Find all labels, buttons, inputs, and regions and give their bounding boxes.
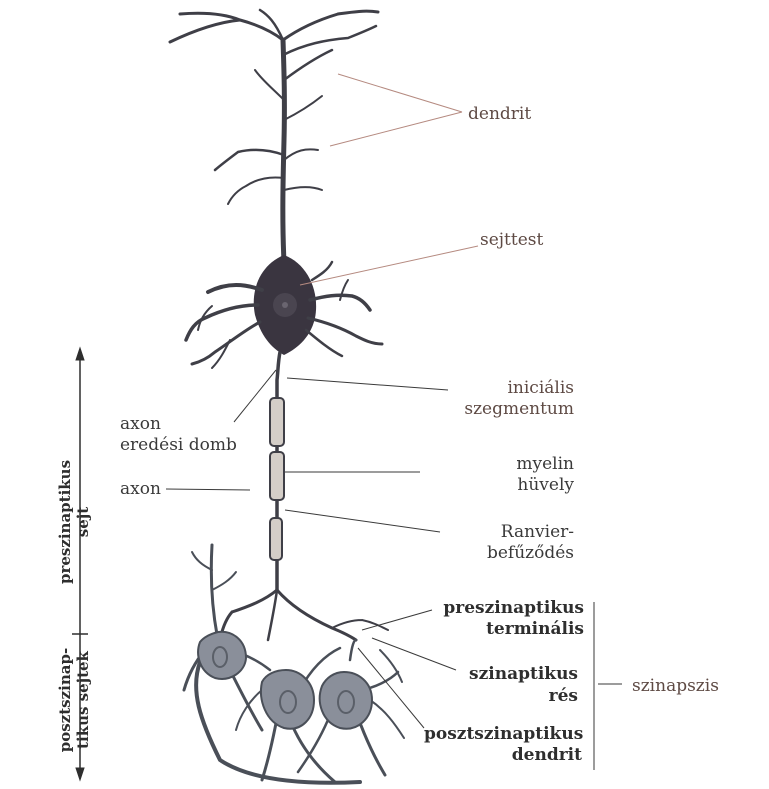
label-axon-domb-1: axon bbox=[120, 414, 161, 435]
label-presz-term-1: preszinaptikus bbox=[428, 598, 584, 619]
label-poszt-dendrit-2: dendrit bbox=[424, 745, 582, 766]
leader-lines-light bbox=[300, 74, 478, 285]
label-res-1: szinaptikus bbox=[440, 664, 578, 685]
label-sejttest: sejttest bbox=[480, 230, 543, 251]
myelin-segment bbox=[270, 452, 284, 500]
label-poszt-sejt-1: posztszinap- bbox=[56, 630, 74, 770]
label-ranvier-1: Ranvier- bbox=[460, 522, 574, 543]
label-axon: axon bbox=[120, 479, 161, 500]
label-myelin-2: hüvely bbox=[470, 475, 574, 496]
label-dendrit-top: dendrit bbox=[468, 104, 531, 125]
label-res-2: rés bbox=[440, 686, 578, 707]
label-preszinaptikus-sejt: preszinaptikus sejt bbox=[56, 432, 92, 612]
label-ranvier-2: befűződés bbox=[440, 543, 574, 564]
label-poszt-sejt-2: tikus sejtek bbox=[74, 630, 92, 770]
axon-shaft bbox=[270, 352, 284, 590]
label-inicialis-2: szegmentum bbox=[430, 399, 574, 420]
soma bbox=[254, 255, 316, 355]
label-inicialis-1: iniciális bbox=[460, 378, 574, 399]
myelin-segment bbox=[270, 518, 282, 560]
label-poszt-dendrit-1: posztszinaptikus bbox=[424, 724, 582, 745]
label-posztszinaptikus-sejtek: posztszinap- tikus sejtek bbox=[56, 630, 92, 770]
label-presz-sejt-1: preszinaptikus bbox=[56, 432, 74, 612]
leader-lines-dark bbox=[166, 370, 622, 770]
label-presz-sejt-2: sejt bbox=[74, 432, 92, 612]
label-szinapszis: szinapszis bbox=[632, 676, 719, 697]
apical-dendrite bbox=[170, 10, 378, 262]
label-axon-domb-2: eredési domb bbox=[120, 435, 237, 456]
label-presz-term-2: terminális bbox=[428, 619, 584, 640]
label-myelin-1: myelin bbox=[470, 454, 574, 475]
myelin-segment bbox=[270, 398, 284, 446]
axon-terminals bbox=[220, 590, 388, 640]
